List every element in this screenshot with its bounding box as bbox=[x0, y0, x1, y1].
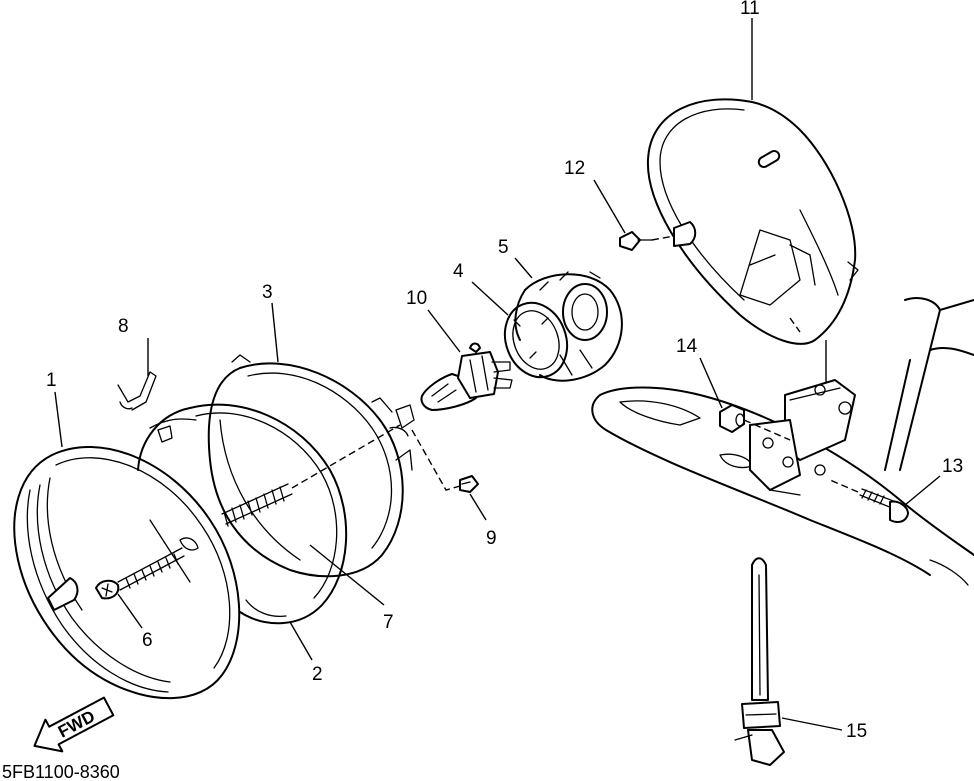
callout-4: 4 bbox=[453, 261, 464, 282]
part-5-socket bbox=[514, 271, 623, 382]
callout-7: 7 bbox=[383, 612, 394, 633]
callout-9: 9 bbox=[486, 528, 497, 549]
part-14-nut bbox=[719, 404, 791, 441]
callout-10: 10 bbox=[406, 288, 427, 309]
callout-6: 6 bbox=[142, 630, 153, 651]
part-12-bolt bbox=[619, 231, 675, 251]
part-1-outer-rim bbox=[13, 446, 241, 700]
part-11-housing-shell bbox=[646, 98, 859, 400]
frame-bracket-assembly bbox=[591, 297, 974, 586]
callout-labels: 1 2 3 4 5 6 7 8 9 10 11 12 13 14 15 bbox=[46, 0, 963, 742]
part-3-reflector-unit bbox=[207, 354, 413, 578]
callout-15: 15 bbox=[846, 721, 867, 742]
callout-8: 8 bbox=[118, 316, 129, 337]
callout-1: 1 bbox=[46, 370, 57, 391]
fwd-direction-arrow: FWD bbox=[33, 696, 115, 753]
callout-5: 5 bbox=[498, 237, 509, 258]
callout-14: 14 bbox=[676, 336, 698, 357]
callout-2: 2 bbox=[312, 664, 323, 685]
part-4-ring bbox=[503, 301, 569, 379]
diagram-code: 5FB1100-8360 bbox=[2, 762, 120, 781]
callout-3: 3 bbox=[262, 282, 273, 303]
part-10-bulb bbox=[420, 342, 513, 411]
callout-12: 12 bbox=[564, 158, 585, 179]
part-7-spring bbox=[221, 404, 415, 527]
callout-13: 13 bbox=[942, 456, 963, 477]
leader-lines bbox=[54, 18, 941, 731]
part-15-cable-tie bbox=[734, 557, 785, 766]
part-9-clip bbox=[411, 429, 479, 493]
part-8-clip bbox=[117, 371, 157, 411]
part-13-bolt bbox=[829, 479, 909, 523]
part-2-rim bbox=[137, 403, 348, 625]
callout-11: 11 bbox=[740, 0, 760, 19]
part-6-screw bbox=[95, 547, 185, 600]
